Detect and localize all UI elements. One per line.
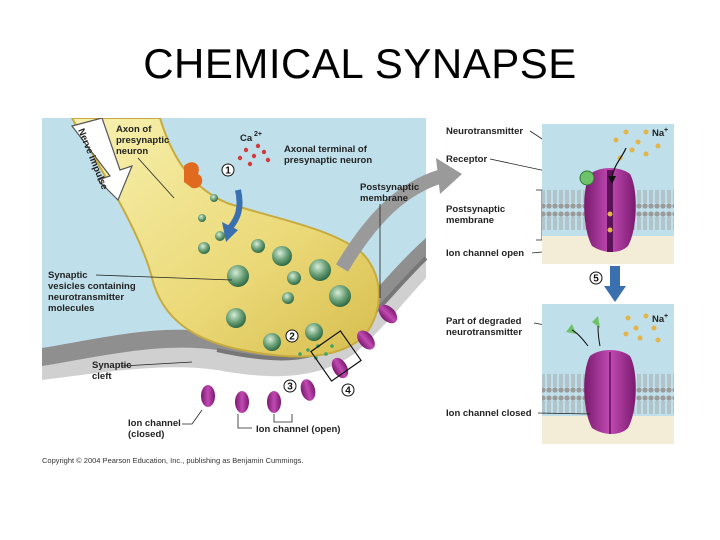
ion-channel-open-label: Ion channel (open) [256,424,340,435]
right-postsynaptic-label-2: membrane [446,215,494,226]
synapse-diagram: Nerve impulse [42,118,674,452]
zoom-arrow [335,169,445,272]
postsynaptic-ion-channels [201,304,398,413]
left-panel: Nerve impulse [42,118,462,452]
right-postsynaptic-label-1: Postsynaptic [446,204,505,215]
calcium-influx-arrow [227,189,243,230]
ion-channel-open-right-label: Ion channel open [446,248,524,259]
postsynaptic-membrane-label-2: membrane [360,193,408,204]
calcium-ions [237,143,271,167]
left-labels: Axon of presynaptic neuron Ca 2+ Axonal … [48,124,419,440]
right-panel: Neurotransmitter Receptor Postsynaptic m… [446,124,674,444]
axon-label-1: Axon of [116,124,152,135]
sodium-label-bottom: Na [652,314,665,325]
vesicles-label-3: neurotransmitter [48,292,124,303]
ion-channel-closed-label-1: Ion channel [128,418,181,429]
slide-title: CHEMICAL SYNAPSE [143,40,577,87]
sodium-charge-top: + [664,127,668,134]
copyright-notice: Copyright © 2004 Pearson Education, Inc.… [42,456,304,465]
axon-label-2: presynaptic [116,135,169,146]
step-2: 2 [289,332,295,343]
axonal-terminal-label-1: Axonal terminal of [284,144,368,155]
step-3: 3 [287,382,293,393]
axon-label-3: neuron [116,146,148,157]
step-markers: 1 2 3 4 [221,163,355,397]
detail-box [310,330,362,382]
ion-channel-closed-right-label: Ion channel closed [446,408,532,419]
step-5: 5 [593,274,599,285]
cleft-label-1: Synaptic [92,360,132,371]
cleft-label-2: cleft [92,371,112,382]
degraded-label-1: Part of degraded [446,316,522,327]
step-1: 1 [225,166,231,177]
receptor-label: Receptor [446,154,487,165]
calcium-label: Ca [240,133,253,144]
degraded-label-2: neurotransmitter [446,327,522,338]
neurotransmitter-label: Neurotransmitter [446,126,523,137]
step-5-arrow: 5 [589,266,626,302]
open-channel-box: Na + [542,124,674,264]
vesicles-label-4: molecules [48,303,94,314]
sodium-charge-bottom: + [664,313,668,320]
calcium-charge: 2+ [254,131,262,138]
postsynaptic-interior [42,278,426,452]
calcium-channel [184,162,203,189]
synaptic-vesicles [198,194,351,351]
closed-channel-box: Na + [542,304,674,444]
vesicles-label-1: Synaptic [48,270,88,281]
axonal-terminal-label-2: presynaptic neuron [284,155,372,166]
ion-channel-closed-label-2: (closed) [128,429,164,440]
postsynaptic-membrane-label-1: Postsynaptic [360,182,419,193]
vesicles-label-2: vesicles containing [48,281,136,292]
sodium-label-top: Na [652,128,665,139]
step-4: 4 [345,386,351,397]
